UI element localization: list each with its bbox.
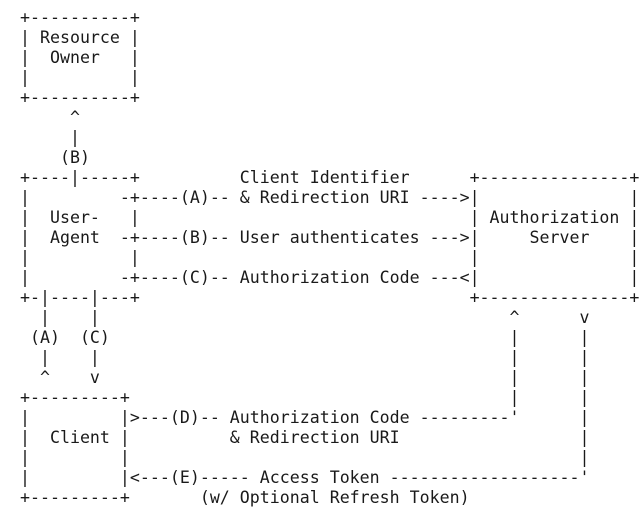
connectors-vertical: | | | | (20, 348, 590, 367)
connector-arrows: ^ v | | (20, 368, 590, 387)
client-box-bottom-refresh-token: +---------+ (w/ Optional Refresh Token) (20, 488, 470, 507)
user-agent-and-server-box-top: +----|-----+ Client Identifier +--------… (20, 168, 640, 187)
client-box-side: | | | (20, 448, 590, 467)
oauth-authorization-code-flow-diagram: +----------+ | Resource | | Owner | | | … (20, 8, 639, 508)
flow-e-access-token: | |<---(E)----- Access Token -----------… (20, 468, 590, 487)
flow-a-c-labels: (A) (C) | | (20, 328, 590, 347)
box-sides: | | | | (20, 248, 640, 267)
flow-a-client-identifier: | -+----(A)-- & Redirection URI ---->| | (20, 188, 640, 207)
resource-owner-box-side: | | (20, 68, 140, 87)
flow-b-user-authenticates: | Agent -+----(B)-- User authenticates -… (20, 228, 640, 247)
flow-b-connector: | (20, 128, 80, 147)
resource-owner-label-line-1: | Resource | (20, 28, 140, 47)
resource-owner-label-line-2: | Owner | (20, 48, 140, 67)
flow-d-authorization-code: | |>---(D)-- Authorization Code --------… (20, 408, 590, 427)
flow-c-authorization-code: | -+----(C)-- Authorization Code ---<| | (20, 268, 640, 287)
resource-owner-box-top: +----------+ (20, 8, 140, 27)
flow-b-arrow-up: ^ (20, 108, 80, 127)
client-label-and-redirection-uri: | Client | & Redirection URI | (20, 428, 590, 447)
client-box-top: +---------+ | | (20, 388, 590, 407)
user-agent-and-server-labels: | User- | | Authorization | (20, 208, 640, 227)
flow-b-label: (B) (20, 148, 90, 167)
resource-owner-box-bottom: +----------+ (20, 88, 140, 107)
user-agent-and-server-box-bottom: +-|----|---+ +---------------+ (20, 288, 640, 307)
connectors-below-boxes: | | ^ v (20, 308, 590, 327)
